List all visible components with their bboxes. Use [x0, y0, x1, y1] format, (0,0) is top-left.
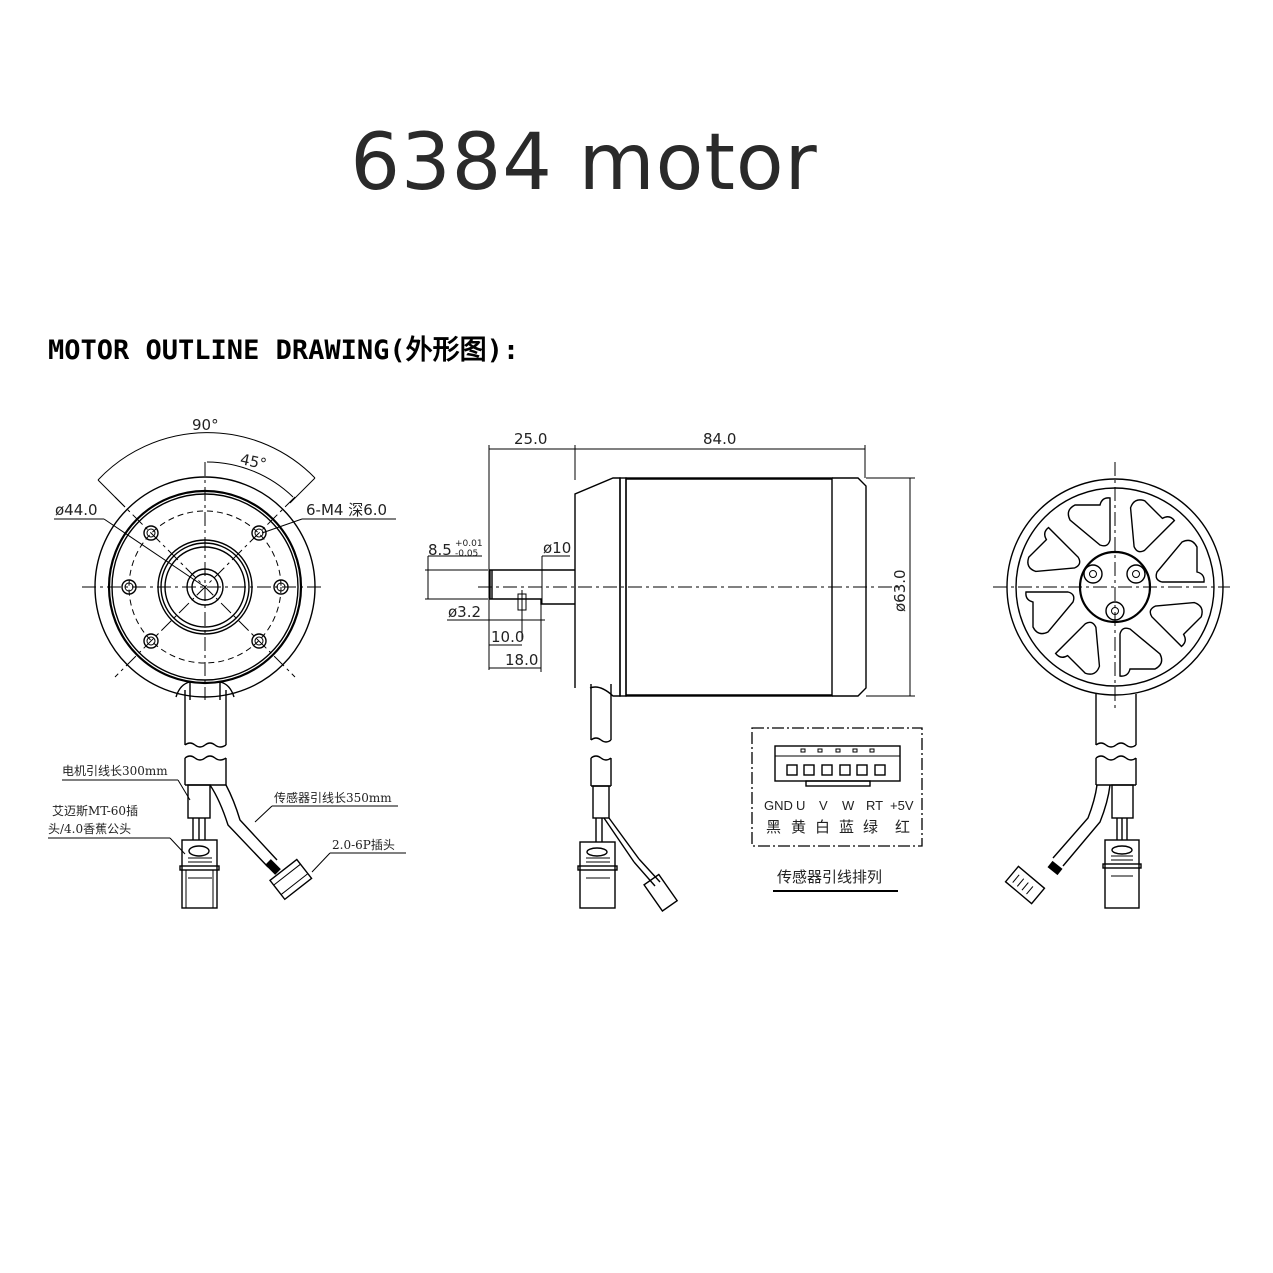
section-heading: MOTOR OUTLINE DRAWING(外形图):	[48, 335, 520, 366]
connector-label-line1: 艾迈斯MT-60插	[52, 804, 138, 818]
flat-tol-lower: -0.05	[455, 549, 478, 559]
sensor-plug-label: 2.0-6P插头	[332, 838, 395, 852]
body-length-label: 84.0	[703, 430, 736, 448]
pin-signal-gnd: GND	[764, 798, 793, 813]
mounting-holes-label: 6-M4 深6.0	[306, 501, 387, 519]
motor-lead-label: 电机引线长300mm	[62, 764, 168, 778]
pin-color-blue: 蓝	[839, 818, 854, 836]
sensor-lead-label: 传感器引线长350mm	[274, 790, 392, 805]
pin-signal-w: W	[842, 798, 855, 813]
angle-45-label: 45°	[239, 450, 269, 473]
shaft-diameter-label: ø10	[543, 539, 571, 557]
pinout-caption: 传感器引线排列	[777, 868, 882, 886]
connector-label-line2: 头/4.0香蕉公头	[48, 822, 131, 836]
flat-nominal-label: 8.5	[428, 541, 452, 559]
rear-view	[993, 462, 1230, 909]
pin-signal-5v: +5V	[890, 798, 914, 813]
pin-color-yellow: 黄	[791, 818, 806, 836]
pin-color-black: 黑	[766, 818, 781, 836]
sensor-pinout: GND U V W RT +5V 黑 黄 白 蓝 绿 红 传感器引线排列	[751, 727, 923, 892]
pin-signal-u: U	[796, 798, 805, 813]
body-diameter-label: ø63.0	[891, 569, 909, 612]
bolt-circle-label: ø44.0	[55, 501, 98, 519]
flat-length-label: 18.0	[505, 651, 538, 669]
pin-color-white: 白	[815, 818, 830, 836]
side-view: 25.0 84.0 ø63.0 8.5 +0.01 -0.05 ø10	[425, 430, 915, 912]
pin-color-red: 红	[895, 818, 910, 836]
front-view: 90° 45° ø44.0 6-M4 深6.0	[48, 416, 406, 909]
page-title: 6384 motor	[350, 118, 818, 208]
pin-position-label: 10.0	[491, 628, 524, 646]
pin-diameter-label: ø3.2	[448, 603, 481, 621]
angle-90-label: 90°	[192, 416, 219, 434]
pin-signal-rt: RT	[866, 798, 883, 813]
flat-tol-upper: +0.01	[455, 539, 483, 549]
pin-color-green: 绿	[863, 818, 878, 836]
shaft-length-label: 25.0	[514, 430, 547, 448]
pin-signal-v: V	[819, 798, 828, 813]
